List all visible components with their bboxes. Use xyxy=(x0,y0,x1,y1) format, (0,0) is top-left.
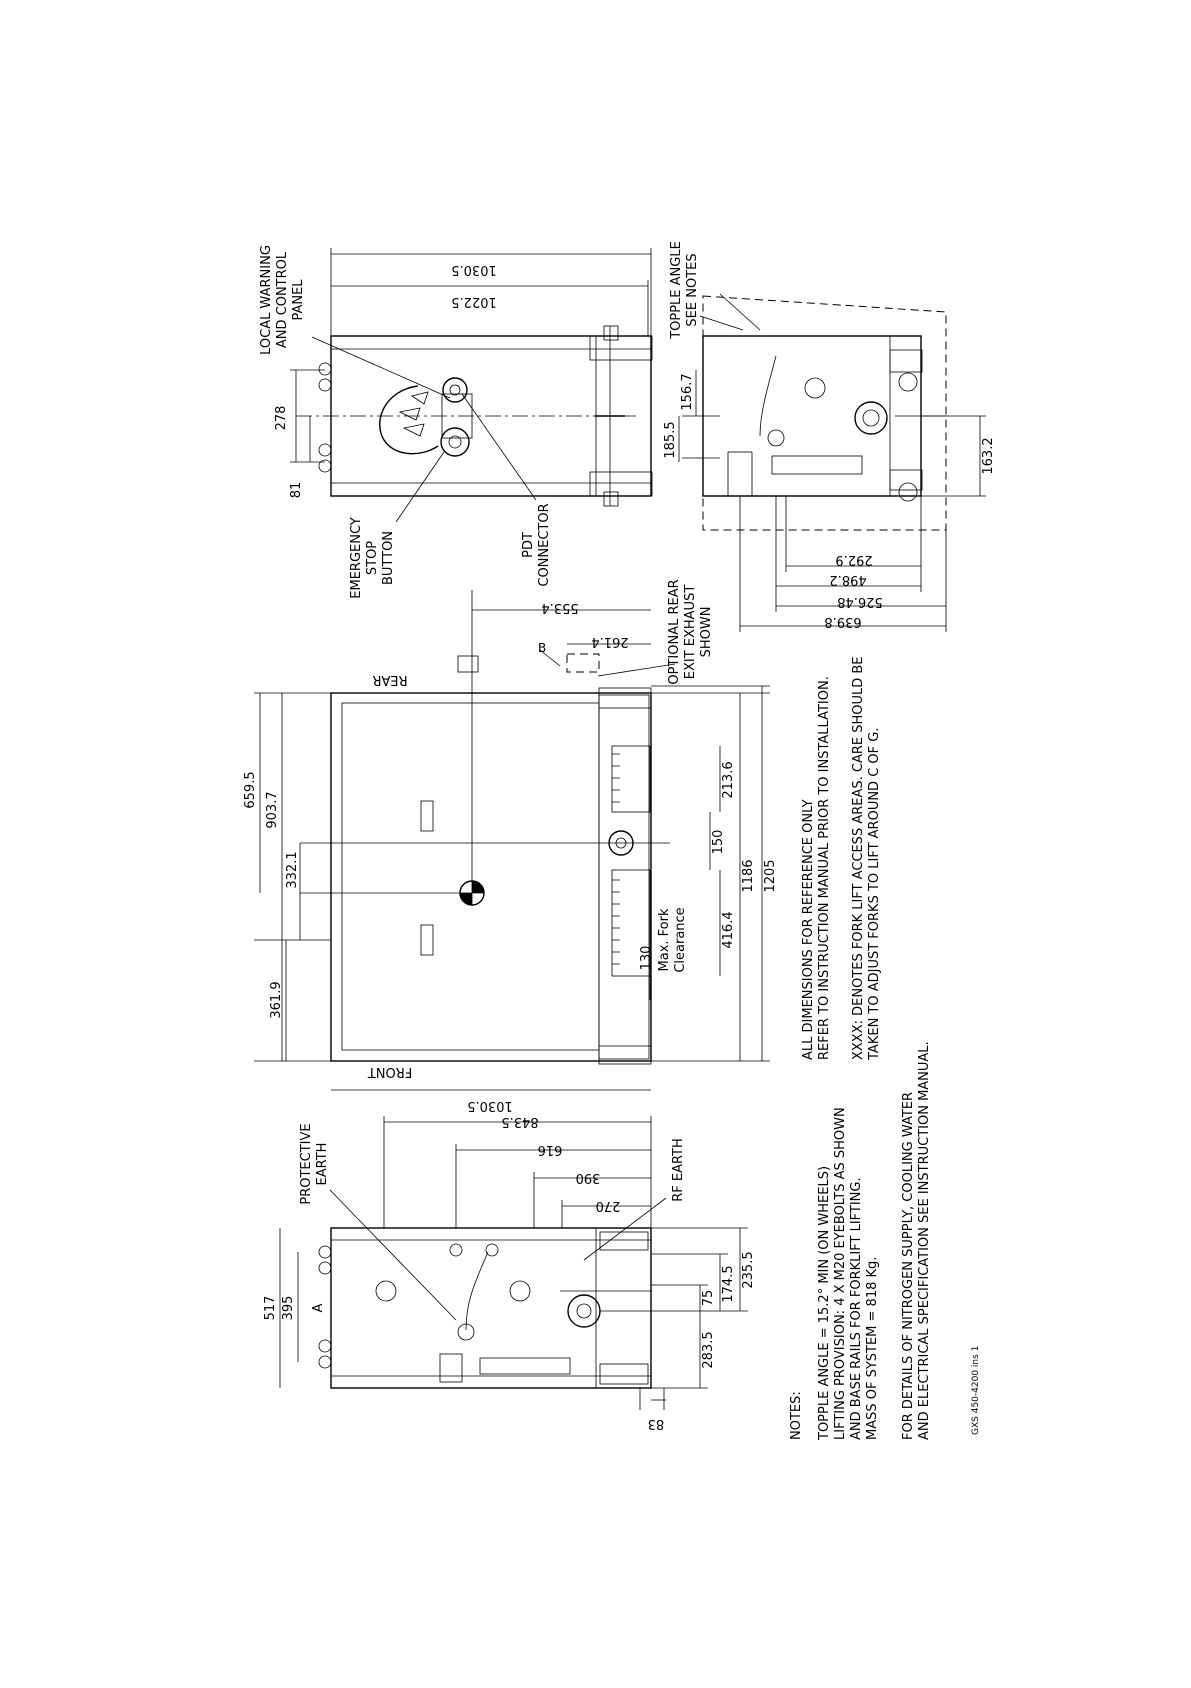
dim-278: 278 xyxy=(274,406,289,431)
label-emergency-2: STOP xyxy=(365,541,380,575)
label-emergency-3: BUTTON xyxy=(381,531,396,585)
dim-553-4: 553.4 xyxy=(541,600,578,615)
label-topple-2: SEE NOTES xyxy=(685,253,700,326)
dim-361-9: 361.9 xyxy=(269,981,284,1018)
dim-843-5: 843.5 xyxy=(501,1114,538,1129)
note-1-line-2: LIFTING PROVISION: 4 X M20 EYEBOLTS AS S… xyxy=(833,1107,848,1440)
dim-395: 395 xyxy=(281,1296,296,1321)
front-view: 517 395 A 843.5 616 390 270 235.5 174.5 … xyxy=(263,1114,756,1431)
label-optional-rear-3: SHOWN xyxy=(699,607,714,658)
logo-icon xyxy=(379,385,439,455)
note-3-line-1: ALL DIMENSIONS FOR REFERENCE ONLY xyxy=(801,799,816,1060)
label-optional-rear-1: OPTIONAL REAR xyxy=(667,579,682,684)
dim-903-7: 903.7 xyxy=(265,791,280,828)
dim-332-1: 332.1 xyxy=(285,851,300,888)
label-fork-1: Max. Fork xyxy=(657,908,672,971)
dim-235-5: 235.5 xyxy=(741,1251,756,1288)
dim-174-5: 174.5 xyxy=(721,1265,736,1302)
rear-view: 156.7 185.5 163.2 292.9 498.2 526.48 639… xyxy=(663,241,996,632)
label-local-warning-1: LOCAL WARNING xyxy=(259,245,274,355)
label-emergency-1: EMERGENCY xyxy=(349,517,364,599)
dim-1030-5-top: 1030.5 xyxy=(451,262,497,277)
note-4-line-1: XXXX: DENOTES FORK LIFT ACCESS AREAS. CA… xyxy=(851,656,866,1060)
label-optional-rear-2: EXIT EXHAUST xyxy=(683,585,698,680)
note-1-line-1: TOPPLE ANGLE = 15.2° MIN (ON WHEELS) xyxy=(817,1166,832,1441)
dim-185-5: 185.5 xyxy=(663,421,678,458)
dim-1186: 1186 xyxy=(741,859,756,892)
dim-517: 517 xyxy=(263,1296,278,1321)
note-4-line-2: TAKEN TO ADJUST FORKS TO LIFT AROUND C O… xyxy=(867,728,882,1061)
label-protective-earth-1: PROTECTIVE xyxy=(299,1123,314,1204)
label-topple-1: TOPPLE ANGLE xyxy=(669,241,684,340)
dim-292-9: 292.9 xyxy=(835,552,872,567)
dim-163-2: 163.2 xyxy=(981,437,996,474)
dim-283-5: 283.5 xyxy=(701,1331,716,1368)
dim-150: 150 xyxy=(711,830,726,855)
label-protective-earth-2: EARTH xyxy=(315,1143,330,1186)
dim-616: 616 xyxy=(538,1142,563,1157)
dim-213-6: 213.6 xyxy=(721,761,736,798)
note-1-line-4: MASS OF SYSTEM = 818 Kg. xyxy=(865,1257,880,1440)
label-pdt-2: CONNECTOR xyxy=(537,503,552,586)
side-view: 659.5 903.7 332.1 361.9 553.4 261.4 213.… xyxy=(243,579,778,1113)
dim-81: 81 xyxy=(289,482,304,499)
label-rf-earth: RF EARTH xyxy=(671,1138,686,1202)
dim-416-4: 416.4 xyxy=(721,911,736,948)
dim-1022-5: 1022.5 xyxy=(451,294,497,309)
emergency-stop-icon xyxy=(440,427,470,457)
dim-639-8: 639.8 xyxy=(824,614,861,629)
dim-659-5: 659.5 xyxy=(243,771,258,808)
dim-390: 390 xyxy=(576,1170,601,1185)
dim-83: 83 xyxy=(648,1416,665,1431)
note-1-line-3: AND BASE RAILS FOR FORKLIFT LIFTING. xyxy=(849,1177,864,1440)
label-pdt-1: PDT xyxy=(521,532,536,558)
drawing-id: GXS 450-4200 ins 1 xyxy=(971,1346,981,1435)
dim-270: 270 xyxy=(596,1198,621,1213)
label-rear: REAR xyxy=(372,672,407,687)
label-local-warning-2: AND CONTROL xyxy=(275,251,290,348)
dim-130: 130 xyxy=(639,946,654,971)
dim-75: 75 xyxy=(701,1290,716,1307)
dim-261-4: 261.4 xyxy=(591,634,628,649)
label-b: B xyxy=(538,641,546,655)
note-2-line-1: FOR DETAILS OF NITROGEN SUPPLY, COOLING … xyxy=(901,1092,916,1440)
note-2-line-2: AND ELECTRICAL SPECIFICATION SEE INSTRUC… xyxy=(917,1041,932,1440)
dim-526-48: 526.48 xyxy=(837,594,883,609)
label-front: FRONT xyxy=(368,1064,412,1079)
topple-envelope xyxy=(702,295,947,531)
pdt-connector-icon xyxy=(442,377,468,403)
dim-1030-5-side: 1030.5 xyxy=(467,1098,513,1113)
label-fork-2: Clearance xyxy=(673,907,688,972)
notes-heading: NOTES: xyxy=(789,1391,804,1440)
dim-156-7: 156.7 xyxy=(680,373,695,410)
side-view-body xyxy=(330,692,652,1062)
label-a: A xyxy=(311,1303,326,1312)
note-3-line-2: REFER TO INSTRUCTION MANUAL PRIOR TO INS… xyxy=(817,676,832,1060)
notes: NOTES: TOPPLE ANGLE = 15.2° MIN (ON WHEE… xyxy=(789,656,981,1441)
top-view: 1030.5 1022.5 278 81 LOCAL WARNING AND C… xyxy=(259,245,653,599)
label-local-warning-3: PANEL xyxy=(291,279,306,321)
dim-1205: 1205 xyxy=(763,859,778,892)
rear-view-body xyxy=(702,335,922,497)
dim-498-2: 498.2 xyxy=(829,572,866,587)
